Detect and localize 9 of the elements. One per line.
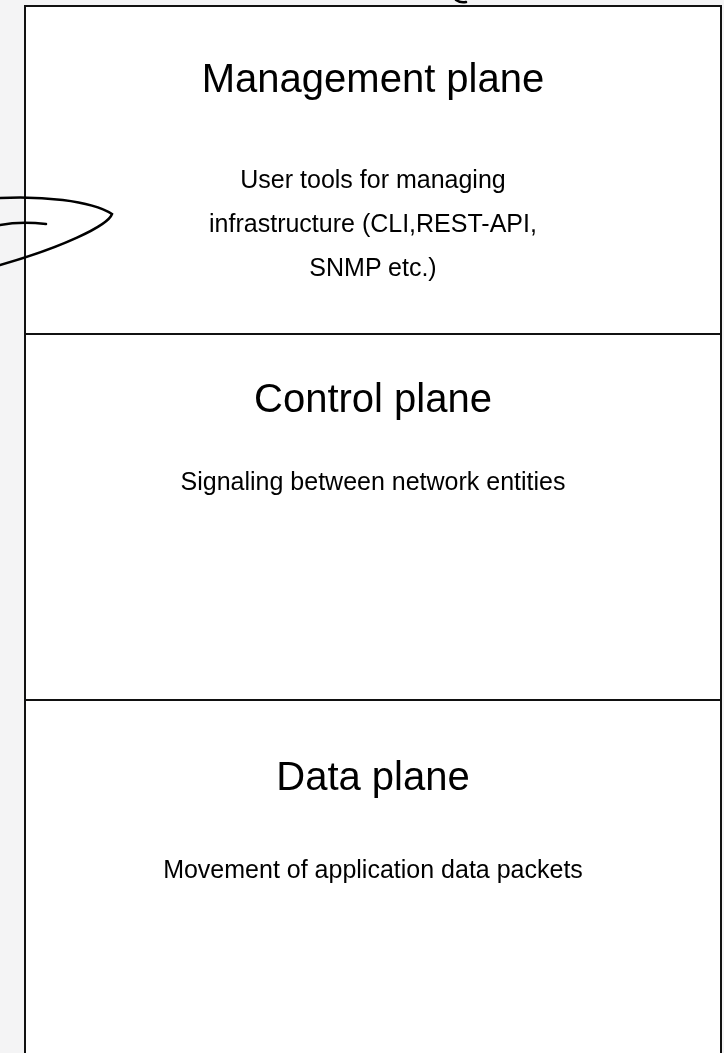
plane-heading: Data plane xyxy=(276,753,470,799)
layer-box xyxy=(24,699,722,1053)
layer-box xyxy=(24,333,722,701)
plane-description: Signaling between network entities xyxy=(180,466,566,497)
plane-description: User tools for managing infrastructure (CLI,REST-API, SNMP etc.) xyxy=(208,164,538,283)
plane-description: Movement of application data packets xyxy=(163,854,583,885)
layer-box xyxy=(24,5,722,335)
plane-heading: Management plane xyxy=(201,55,545,101)
plane-heading: Control plane xyxy=(254,375,492,421)
